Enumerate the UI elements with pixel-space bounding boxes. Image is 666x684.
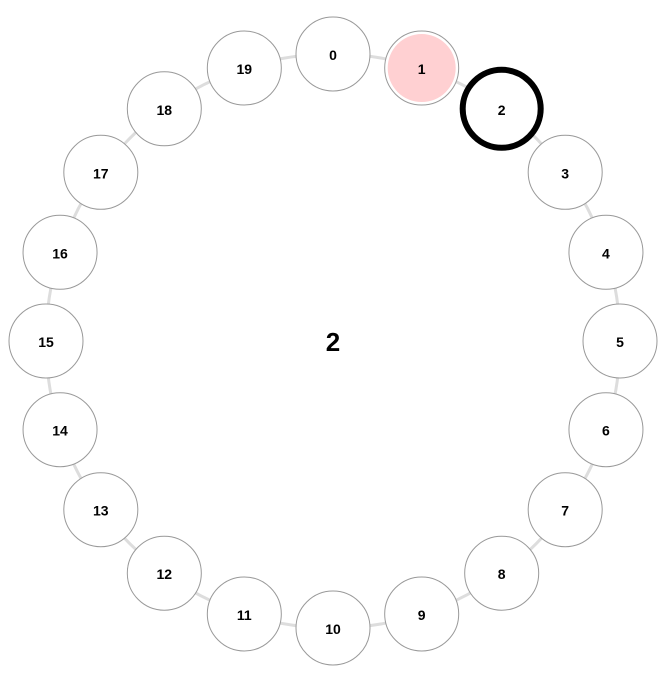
node-label: 3 bbox=[561, 165, 569, 181]
node-circle[interactable] bbox=[527, 134, 603, 210]
node-label: 2 bbox=[498, 102, 506, 118]
node-3[interactable]: 3 bbox=[527, 134, 603, 210]
node-17[interactable]: 17 bbox=[63, 134, 139, 210]
node-15[interactable]: 15 bbox=[8, 303, 84, 379]
node-19[interactable]: 19 bbox=[206, 30, 282, 106]
node-13[interactable]: 13 bbox=[63, 472, 139, 548]
node-1[interactable]: 1 bbox=[384, 30, 460, 106]
node-label: 1 bbox=[418, 61, 426, 77]
node-label: 9 bbox=[418, 607, 426, 623]
node-circle[interactable] bbox=[63, 134, 139, 210]
node-circle[interactable] bbox=[206, 576, 282, 652]
node-16[interactable]: 16 bbox=[22, 214, 98, 290]
node-4[interactable]: 4 bbox=[568, 214, 644, 290]
node-label: 5 bbox=[616, 334, 624, 350]
node-18[interactable]: 18 bbox=[126, 71, 202, 147]
node-label: 6 bbox=[602, 423, 610, 439]
node-5[interactable]: 5 bbox=[582, 303, 658, 379]
node-label: 15 bbox=[38, 334, 54, 350]
node-7[interactable]: 7 bbox=[527, 472, 603, 548]
node-label: 11 bbox=[237, 607, 252, 623]
node-label: 18 bbox=[157, 102, 173, 118]
node-circle[interactable] bbox=[295, 16, 371, 92]
node-6[interactable]: 6 bbox=[568, 392, 644, 468]
node-label: 4 bbox=[602, 245, 610, 261]
node-8[interactable]: 8 bbox=[464, 535, 540, 611]
node-label: 16 bbox=[52, 245, 68, 261]
node-circle[interactable] bbox=[527, 472, 603, 548]
node-circle[interactable] bbox=[206, 30, 282, 106]
node-label: 12 bbox=[157, 566, 173, 582]
node-circle[interactable] bbox=[459, 66, 544, 151]
node-label: 0 bbox=[329, 47, 337, 63]
node-circle[interactable] bbox=[126, 71, 202, 147]
node-label: 19 bbox=[237, 61, 253, 77]
node-circle[interactable] bbox=[384, 576, 460, 652]
node-circle[interactable] bbox=[126, 535, 202, 611]
node-label: 7 bbox=[561, 503, 569, 519]
node-circle[interactable] bbox=[464, 535, 540, 611]
node-10[interactable]: 10 bbox=[295, 590, 371, 666]
node-14[interactable]: 14 bbox=[22, 392, 98, 468]
node-circle[interactable] bbox=[568, 214, 644, 290]
node-9[interactable]: 9 bbox=[384, 576, 460, 652]
center-label: 2 bbox=[326, 327, 340, 357]
node-circle[interactable] bbox=[22, 392, 98, 468]
node-label: 13 bbox=[93, 503, 109, 519]
node-label: 8 bbox=[498, 566, 506, 582]
node-label: 17 bbox=[93, 165, 109, 181]
node-11[interactable]: 11 bbox=[206, 576, 282, 652]
node-label: 14 bbox=[52, 423, 68, 439]
node-circle[interactable] bbox=[568, 392, 644, 468]
node-2[interactable]: 2 bbox=[459, 66, 544, 151]
node-label: 10 bbox=[325, 621, 341, 637]
node-circle[interactable] bbox=[582, 303, 658, 379]
node-0[interactable]: 0 bbox=[295, 16, 371, 92]
node-12[interactable]: 12 bbox=[126, 535, 202, 611]
highlight-fill bbox=[387, 34, 456, 103]
node-circle[interactable] bbox=[295, 590, 371, 666]
node-circle[interactable] bbox=[8, 303, 84, 379]
node-circle[interactable] bbox=[22, 214, 98, 290]
node-circle[interactable] bbox=[63, 472, 139, 548]
